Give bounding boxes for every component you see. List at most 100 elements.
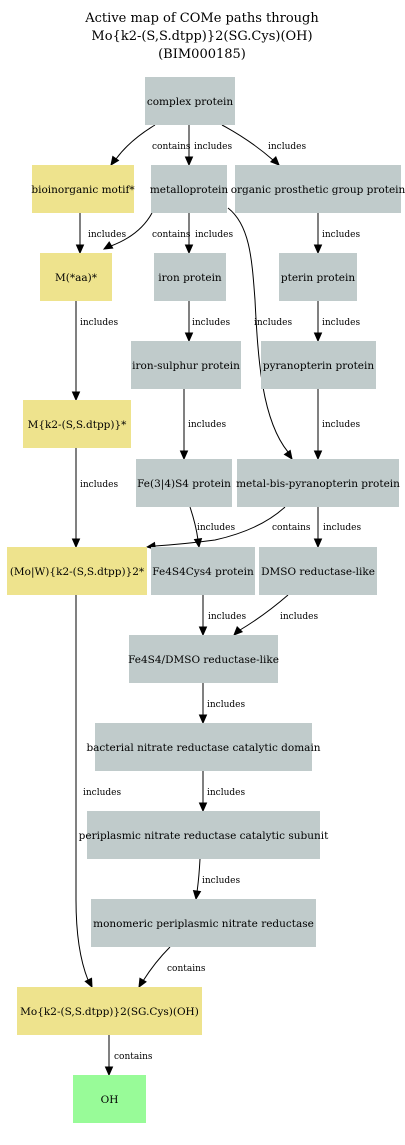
- node-box: [145, 77, 235, 125]
- node-oh: OH: [73, 1075, 146, 1123]
- node-fe34s4: Fe(3|4)S4 protein: [136, 459, 232, 507]
- edge-complex-protein-to-organic-prosthetic: [221, 124, 280, 166]
- node-label: (Mo|W){k2-(S,S.dtpp)}2*: [10, 566, 145, 579]
- arrowhead: [184, 332, 194, 343]
- node-mono-peri: monomeric periplasmic nitrate reductase: [91, 899, 316, 947]
- node-box: [32, 165, 134, 213]
- edge-label: includes: [322, 318, 360, 328]
- node-label: periplasmic nitrate reductase catalytic …: [79, 830, 329, 842]
- edge-bact-nitrate-to-peri-subunit: [198, 771, 208, 813]
- arrowhead: [269, 155, 280, 166]
- node-box: [131, 341, 241, 389]
- edge-line: [154, 506, 286, 547]
- arrowhead: [198, 626, 208, 637]
- node-pyranopterin: pyranopterin protein: [261, 341, 376, 389]
- node-box: [91, 899, 316, 947]
- arrowhead: [102, 241, 114, 250]
- edge-label: includes: [280, 612, 318, 622]
- edge-metalloprotein-to-m-aa: [102, 212, 153, 250]
- edge-line: [142, 946, 171, 982]
- edge-label: includes: [322, 230, 360, 240]
- edge-label: includes: [195, 230, 233, 240]
- edge-mono-peri-to-target: [138, 946, 171, 989]
- edge-m-aa-to-m-k2: [71, 301, 81, 402]
- edge-pterin-protein-to-pyranopterin: [313, 301, 323, 343]
- title-line-2: Mo{k2-(S,S.dtpp)}2(SG.Cys)(OH): [91, 29, 312, 44]
- edge-label: contains: [152, 230, 191, 240]
- edge-label: includes: [202, 876, 240, 886]
- arrowhead: [71, 391, 81, 402]
- node-peri-subunit: periplasmic nitrate reductase catalytic …: [79, 811, 329, 859]
- edge-line: [115, 124, 156, 160]
- node-box: [259, 547, 377, 595]
- nodes-layer: complex protein bioinorganic motif* metall…: [7, 77, 405, 1123]
- edge-target-to-oh: [104, 1035, 114, 1077]
- node-label: Fe4S4/DMSO reductase-like: [128, 654, 279, 666]
- edge-fe4s4cys4-to-fe4s4-dmso: [198, 595, 208, 637]
- edge-line: [75, 595, 89, 981]
- node-iron-sulphur: iron-sulphur protein: [131, 341, 241, 389]
- edge-label: contains: [272, 523, 311, 533]
- edge-line: [196, 858, 201, 893]
- node-iron-protein: iron protein: [154, 253, 226, 301]
- node-box: [261, 341, 376, 389]
- edge-label: includes: [254, 318, 292, 328]
- edge-fe4s4-dmso-to-bact-nitrate: [198, 683, 208, 725]
- node-label: iron protein: [158, 272, 222, 284]
- edge-label: includes: [80, 318, 118, 328]
- arrowhead: [283, 449, 293, 461]
- edge-bioinorganic-motif-to-m-aa: [75, 213, 85, 255]
- node-box: [40, 253, 112, 301]
- node-label: OH: [101, 1094, 119, 1106]
- node-box: [73, 1075, 146, 1123]
- edge-metalloprotein-to-metal-bis: [227, 207, 293, 461]
- arrowhead: [84, 977, 93, 989]
- node-box: [151, 165, 227, 213]
- node-label: metal-bis-pyranopterin protein: [236, 478, 400, 490]
- node-m-aa: M(*aa)*: [40, 253, 112, 301]
- edge-labels-layer: contains includes includes includes contains…: [80, 142, 361, 1062]
- node-complex-protein: complex protein: [145, 77, 235, 125]
- node-bioinorganic-motif: bioinorganic motif*: [31, 165, 135, 213]
- edge-label: includes: [323, 523, 361, 533]
- edge-line: [239, 594, 289, 631]
- node-box: [154, 253, 226, 301]
- edge-fe34s4-to-fe4s4cys4: [189, 506, 203, 549]
- node-label: Fe4S4Cys4 protein: [152, 566, 254, 578]
- arrowhead: [313, 244, 323, 255]
- node-box: [129, 635, 278, 683]
- edge-peri-subunit-to-mono-peri: [192, 858, 202, 901]
- node-box: [23, 400, 131, 448]
- node-label: DMSO reductase-like: [261, 566, 375, 578]
- edge-pyranopterin-to-metal-bis: [313, 389, 323, 461]
- edge-metalloprotein-to-iron-protein: [184, 213, 194, 255]
- arrowhead: [110, 155, 120, 167]
- arrowhead: [198, 802, 208, 813]
- node-target: Mo{k2-(S,S.dtpp)}2(SG.Cys)(OH): [17, 987, 202, 1035]
- arrowhead: [313, 538, 323, 549]
- node-m-k2: M{k2-(S,S.dtpp)}*: [23, 400, 131, 448]
- node-label: M{k2-(S,S.dtpp)}*: [28, 419, 128, 431]
- edge-label: contains: [167, 964, 206, 974]
- node-box: [237, 459, 399, 507]
- arrowhead: [75, 244, 85, 255]
- node-label: metalloprotein: [150, 184, 229, 196]
- edge-label: includes: [322, 420, 360, 430]
- node-label: complex protein: [147, 96, 234, 108]
- node-label: organic prosthetic group protein: [231, 184, 405, 196]
- edge-label: includes: [268, 142, 306, 152]
- title-line-3: (BIM000185): [158, 47, 246, 62]
- node-box: [87, 811, 320, 859]
- arrowhead: [184, 156, 194, 167]
- node-label: Mo{k2-(S,S.dtpp)}2(SG.Cys)(OH): [20, 1006, 199, 1018]
- node-box: [151, 547, 255, 595]
- node-box: [136, 459, 232, 507]
- edge-line: [189, 506, 199, 541]
- edge-organic-prosthetic-to-pterin-protein: [313, 213, 323, 255]
- node-box: [279, 253, 357, 301]
- edge-label: includes: [188, 420, 226, 430]
- arrowhead: [233, 625, 244, 636]
- edge-label: includes: [207, 700, 245, 710]
